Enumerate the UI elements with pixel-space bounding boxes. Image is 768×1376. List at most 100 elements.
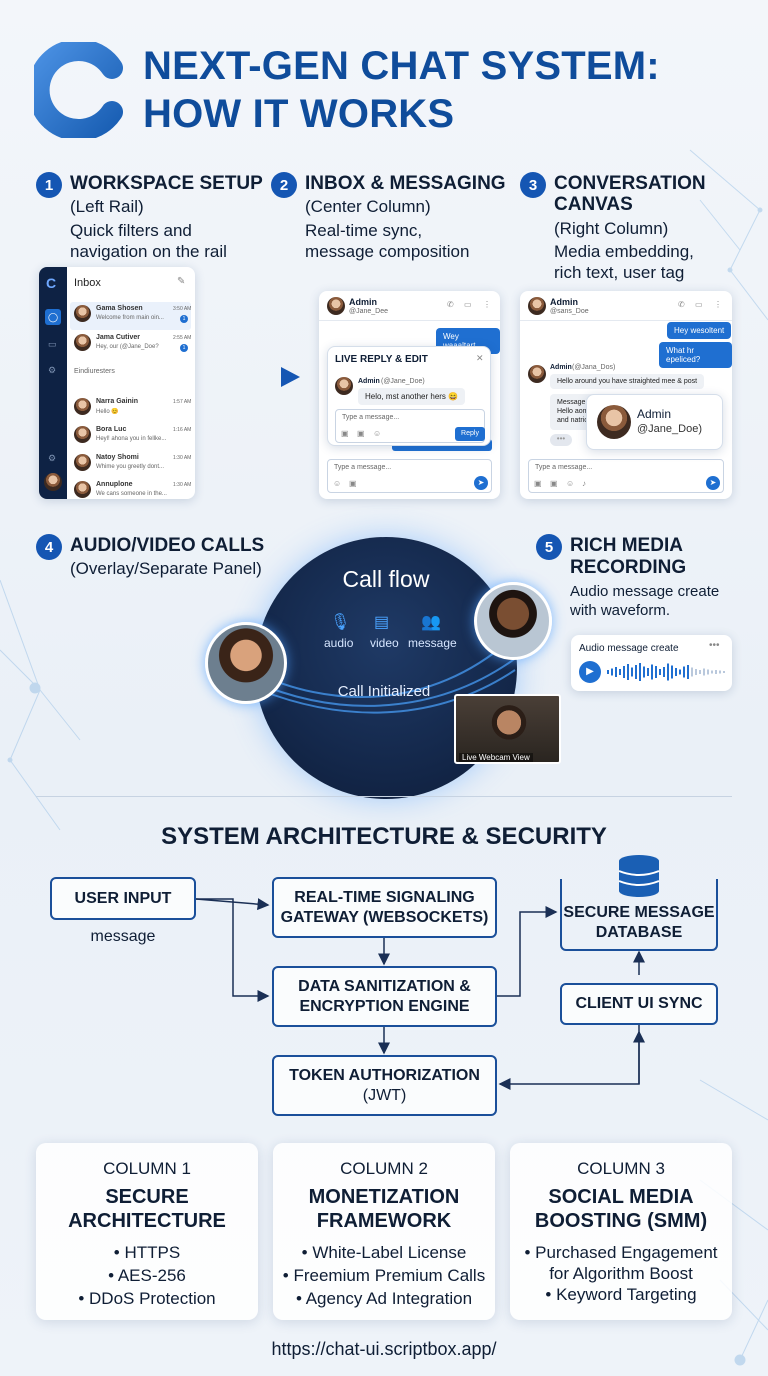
canvas-sender: Admin <box>550 364 572 371</box>
reply-button[interactable]: Reply <box>455 427 485 441</box>
step-1-number: 1 <box>36 172 62 198</box>
send-icon[interactable]: ➤ <box>474 476 488 490</box>
section-divider <box>36 796 732 797</box>
waveform-bar <box>655 666 657 678</box>
canvas-input[interactable]: Type a message... <box>528 459 724 493</box>
message-preview: Hello 😊 <box>96 409 119 415</box>
column-3-heading-1: SOCIAL MEDIA <box>548 1186 694 1208</box>
image-icon[interactable]: ▣ <box>349 479 357 488</box>
chat-contact-handle: @Jane_Dee <box>349 308 389 315</box>
rail-settings-icon[interactable]: ⚙ <box>48 365 57 375</box>
rail-avatar[interactable] <box>44 473 62 491</box>
waveform-bar <box>635 665 637 679</box>
flow-arrow <box>185 367 300 387</box>
canvas-send-icon[interactable]: ➤ <box>706 476 720 490</box>
contact-avatar <box>74 426 91 443</box>
waveform-bar <box>651 664 653 680</box>
encryption-engine-box: DATA SANITIZATION &ENCRYPTION ENGINE <box>272 966 497 1027</box>
call-label-video: video <box>370 636 399 650</box>
page-title-line1: NEXT-GEN CHAT SYSTEM: <box>143 44 660 88</box>
close-icon[interactable]: ✕ <box>476 353 484 363</box>
popup-sender-handle: (@Jane_Doe) <box>381 378 425 385</box>
step-2-number: 2 <box>271 172 297 198</box>
step-4-number: 4 <box>36 534 62 560</box>
waveform-bar <box>675 668 677 676</box>
audio-more-icon[interactable]: ••• <box>709 640 720 651</box>
waveform-bar <box>639 663 641 681</box>
column-2-item: • Agency Ad Integration <box>295 1289 473 1308</box>
more-icon[interactable]: ⋮ <box>483 300 491 309</box>
column-2-heading-1: MONETIZATION <box>308 1186 460 1208</box>
waveform-bar <box>683 666 685 678</box>
canvas-sender-avatar <box>528 365 546 383</box>
popup-attach-icon[interactable]: ▣ <box>357 429 365 438</box>
canvas-phone-icon[interactable]: ✆ <box>678 300 685 309</box>
rail-message-icon[interactable]: ▭ <box>48 339 57 349</box>
tag-handle: @Jane_Doe) <box>637 423 702 435</box>
message-time: 1:30 AM <box>173 482 192 488</box>
footer-url-link[interactable]: https://chat-ui.scriptbox.app/ <box>271 1339 497 1359</box>
people-icon[interactable]: 👥 <box>421 614 441 631</box>
inbox-section-label: Eindiuresters <box>74 368 115 375</box>
waveform-bar <box>643 666 645 678</box>
chat-icon[interactable]: ▤ <box>374 614 390 631</box>
column-1-heading-2: ARCHITECTURE <box>68 1210 226 1232</box>
canvas-emoji-icon[interactable]: ☺ <box>566 479 575 488</box>
canvas-mic-icon[interactable]: ♪ <box>582 479 586 488</box>
waveform-bar <box>631 667 633 677</box>
phone-icon[interactable]: ✆ <box>447 300 454 309</box>
mic-icon[interactable]: 🎙 <box>330 614 351 631</box>
waveform-bar <box>667 663 669 681</box>
unread-badge: 1 <box>180 315 188 323</box>
canvas-sender-handle: (@Jana_Dos) <box>572 364 616 371</box>
waveform-bar <box>707 669 709 675</box>
page-title-line2: HOW IT WORKS <box>143 92 455 136</box>
architecture-title: SYSTEM ARCHITECTURE & SECURITY <box>161 823 607 850</box>
popup-sender: Admin <box>358 378 380 385</box>
column-1-card: COLUMN 1 SECURE ARCHITECTURE • HTTPS • A… <box>36 1143 258 1320</box>
step-5-number: 5 <box>536 534 562 560</box>
waveform-bar <box>699 670 701 674</box>
live-webcam-view[interactable]: Live Webcam View <box>454 694 561 764</box>
canvas-contact-name: Admin <box>550 297 578 307</box>
emoji-icon[interactable]: ☺ <box>333 479 342 488</box>
token-authorization-box: TOKEN AUTHORIZATION(JWT) <box>272 1055 497 1116</box>
message-input[interactable]: Type a message... <box>327 459 492 493</box>
user-input-box: USER INPUT <box>50 877 196 920</box>
popup-input[interactable]: Type a message... <box>335 409 485 443</box>
audio-waveform[interactable] <box>607 661 725 683</box>
canvas-file-icon[interactable]: ▣ <box>550 479 558 488</box>
column-3-item: • Keyword Targeting <box>545 1285 697 1304</box>
step-3-sub: (Right Column) <box>554 219 669 238</box>
video-icon[interactable]: ▭ <box>464 300 472 309</box>
step-1-desc: Quick filters and navigation on the rail <box>70 221 227 261</box>
step-4-sub: (Overlay/Separate Panel) <box>70 559 262 578</box>
contact-name: Gama Shosen <box>96 305 143 312</box>
canvas-video-icon[interactable]: ▭ <box>695 300 703 309</box>
step-5-title-line1: RICH MEDIA <box>570 535 683 556</box>
message-time: 1:30 AM <box>173 455 192 461</box>
admin-avatar <box>327 297 345 315</box>
brand-logo <box>27 39 130 141</box>
canvas-more-icon[interactable]: ⋮ <box>714 300 722 309</box>
audio-message-card: Audio message create ••• ▶ <box>571 635 732 691</box>
contact-name: Bora Luc <box>96 426 127 433</box>
column-2-item: • White-Label License <box>301 1243 467 1262</box>
canvas-image-icon[interactable]: ▣ <box>534 479 542 488</box>
popup-image-icon[interactable]: ▣ <box>341 429 349 438</box>
contact-avatar <box>74 454 91 471</box>
step-1-title: WORKSPACE SETUP <box>70 173 263 194</box>
rail-gear-icon[interactable]: ⚙ <box>48 453 57 463</box>
caller-avatar <box>205 622 287 704</box>
play-icon[interactable]: ▶ <box>579 661 601 683</box>
user-tag-popup[interactable]: Admin @Jane_Doe) <box>586 394 723 450</box>
popup-emoji-icon[interactable]: ☺ <box>373 429 382 438</box>
call-label-audio: audio <box>324 636 354 650</box>
compose-icon[interactable]: ✎ <box>177 276 186 287</box>
rail-chat-icon[interactable]: ◯ <box>45 309 61 325</box>
contact-name: Jama Cutiver <box>96 334 140 341</box>
tag-name: Admin <box>637 407 672 421</box>
column-3-item: • Purchased Engagement <box>524 1243 718 1262</box>
column-2-label: COLUMN 2 <box>340 1159 428 1178</box>
